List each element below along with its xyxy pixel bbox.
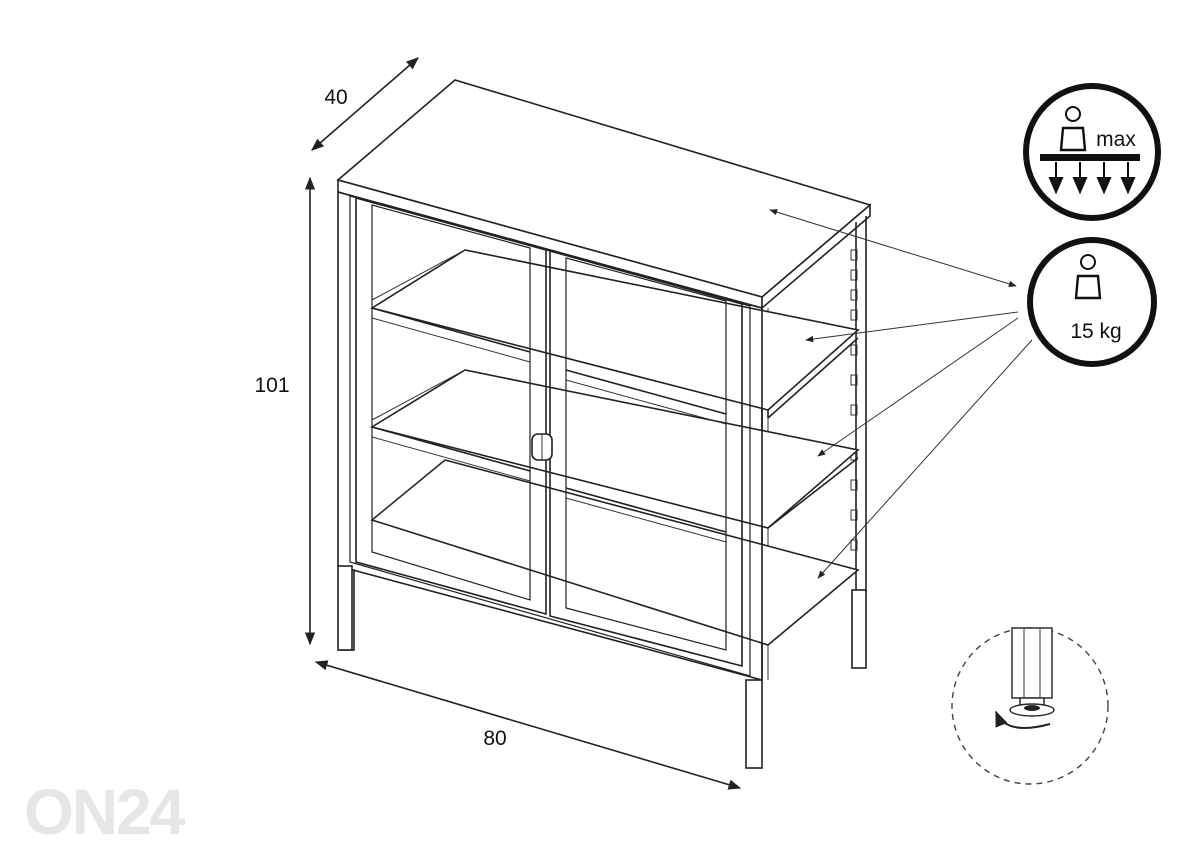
back-right-leg <box>851 589 867 669</box>
front-left-leg <box>337 565 353 651</box>
watermark-logo: ON24 <box>24 776 186 848</box>
max-load-badge: max <box>1023 83 1161 221</box>
cabinet-drawing <box>336 79 872 769</box>
shelf-load-badge: 15 kg <box>1027 237 1157 367</box>
height-label: 101 <box>254 374 289 397</box>
max-load-person-arrows-icon <box>1040 106 1140 195</box>
adjustable-foot-detail-icon <box>995 627 1055 729</box>
front-right-leg <box>745 679 763 769</box>
width-dimension: 80 <box>314 660 742 790</box>
depth-dimension: 40 <box>311 57 419 151</box>
height-dimension: 101 <box>254 176 316 646</box>
weight-per-shelf-icon <box>1074 254 1102 300</box>
door-handle <box>531 433 553 461</box>
shelf-load-label: 15 kg <box>1070 320 1121 343</box>
adjustable-foot-detail <box>951 627 1109 785</box>
max-label: max <box>1096 128 1136 151</box>
load-pointer-arrows <box>769 209 1033 579</box>
shelf-2 <box>369 369 860 529</box>
right-glass-door <box>549 249 743 668</box>
left-glass-door <box>355 196 547 616</box>
width-label: 80 <box>483 727 506 750</box>
depth-label: 40 <box>324 86 347 109</box>
shelf-1 <box>369 249 860 419</box>
